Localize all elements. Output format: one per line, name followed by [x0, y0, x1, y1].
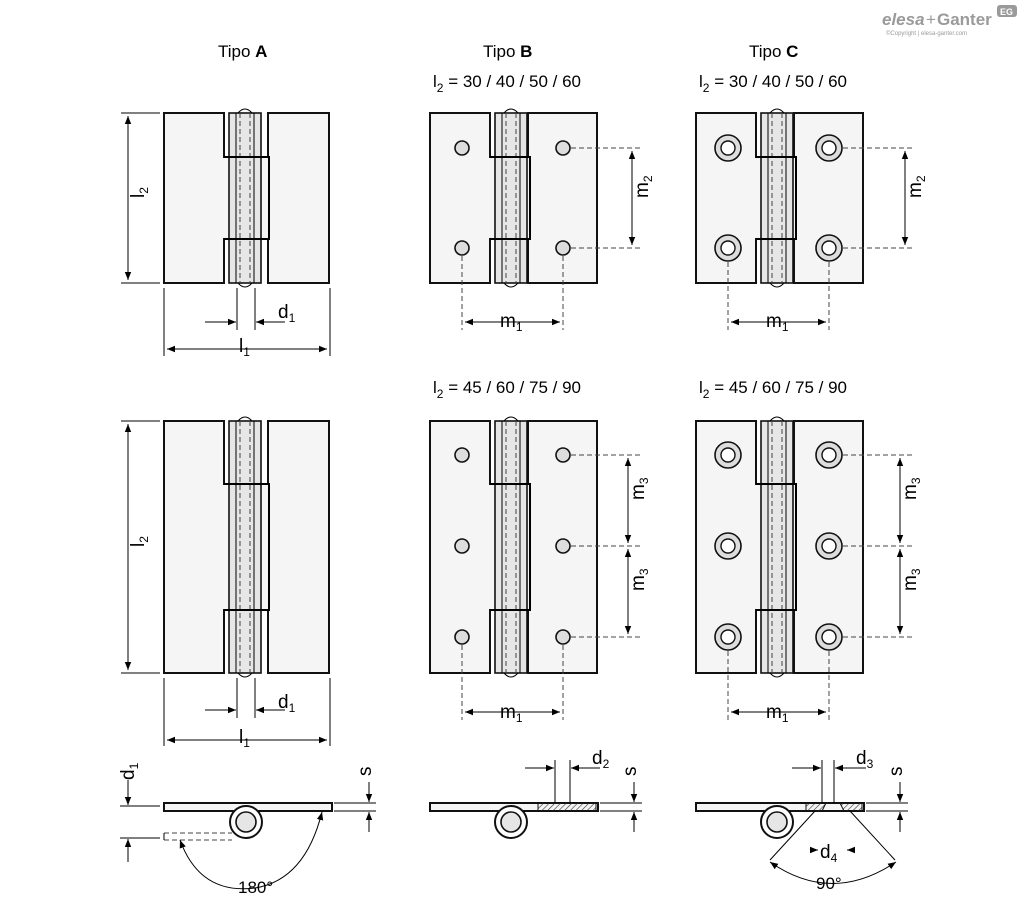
dimension-m3-b-large: m3 m3: [571, 454, 651, 638]
dimension-l2-a-small: l2: [121, 112, 160, 284]
svg-text:d2: d2: [592, 748, 610, 771]
hinge-type-c-large: [695, 416, 864, 678]
dimension-m3-c-large: m3 m3: [843, 454, 923, 638]
svg-text:d3: d3: [856, 748, 874, 771]
side-view-type-c: d3 d4 90° s: [695, 748, 908, 893]
hinge-type-b-large: [429, 416, 598, 678]
svg-text:l2: l2: [128, 187, 151, 198]
svg-text:l1: l1: [239, 727, 250, 750]
svg-text:©Copyright | elesa-ganter.com: ©Copyright | elesa-ganter.com: [886, 30, 967, 37]
svg-text:m3: m3: [628, 477, 651, 500]
svg-text:m1: m1: [500, 311, 523, 334]
dimension-m2-c-small: m2: [843, 147, 928, 249]
svg-text:s: s: [886, 767, 907, 777]
svg-text:l1: l1: [239, 336, 250, 359]
hinge-type-c-small: [695, 108, 864, 288]
svg-text:d1: d1: [118, 762, 141, 780]
svg-text:s: s: [620, 767, 641, 777]
svg-text:90°: 90°: [816, 874, 842, 893]
svg-text:m2: m2: [905, 175, 928, 198]
dimension-l1-a-large: l1: [163, 678, 331, 750]
dimension-m1-b-large: m1: [461, 645, 564, 725]
elesa-ganter-logo: elesa + Ganter EG ©Copyright | elesa-gan…: [882, 5, 1017, 37]
size-label-c-small: l2 = 30 / 40 / 50 / 60: [699, 72, 847, 95]
svg-text:m1: m1: [766, 311, 789, 334]
dimension-m2-b-small: m2: [571, 147, 655, 249]
size-label-b-small: l2 = 30 / 40 / 50 / 60: [433, 72, 581, 95]
header-type-a: Tipo A: [218, 42, 267, 61]
eg-badge-icon: [997, 5, 1017, 17]
dimension-m1-c-large: m1: [727, 651, 830, 725]
size-label-c-large: l2 = 45 / 60 / 75 / 90: [699, 378, 847, 401]
side-view-type-a: d1 180° s: [118, 762, 376, 897]
svg-text:EG: EG: [1000, 7, 1013, 17]
svg-text:m3: m3: [900, 568, 923, 591]
svg-text:m3: m3: [628, 568, 651, 591]
svg-text:l2: l2: [128, 536, 151, 547]
hinge-type-a-small: [163, 108, 330, 288]
hinge-type-b-small: [429, 108, 598, 288]
side-view-type-b: d2 s: [429, 748, 642, 839]
svg-text:m1: m1: [766, 702, 789, 725]
size-label-b-large: l2 = 45 / 60 / 75 / 90: [433, 378, 581, 401]
svg-text:180°: 180°: [238, 878, 273, 897]
dimension-m1-b-small: m1: [461, 256, 564, 334]
header-type-b: Tipo B: [483, 42, 532, 61]
dimension-m1-c-small: m1: [727, 262, 830, 334]
svg-text:s: s: [355, 767, 376, 777]
svg-text:+: +: [926, 10, 936, 29]
dimension-l1-a-small: l1: [163, 288, 331, 359]
svg-text:Ganter: Ganter: [937, 10, 992, 29]
svg-text:d4: d4: [820, 842, 838, 865]
svg-text:m1: m1: [500, 702, 523, 725]
svg-text:d1: d1: [278, 302, 296, 325]
dimension-l2-a-large: l2: [121, 420, 160, 674]
svg-text:d1: d1: [278, 692, 296, 715]
dimension-d1-a-large: d1: [205, 678, 296, 718]
header-type-c: Tipo C: [749, 42, 798, 61]
svg-text:m3: m3: [900, 477, 923, 500]
hinge-type-a-large: [163, 416, 330, 678]
svg-text:elesa: elesa: [882, 10, 925, 29]
dimension-d1-a-small: d1: [205, 288, 296, 330]
svg-text:m2: m2: [632, 175, 655, 198]
